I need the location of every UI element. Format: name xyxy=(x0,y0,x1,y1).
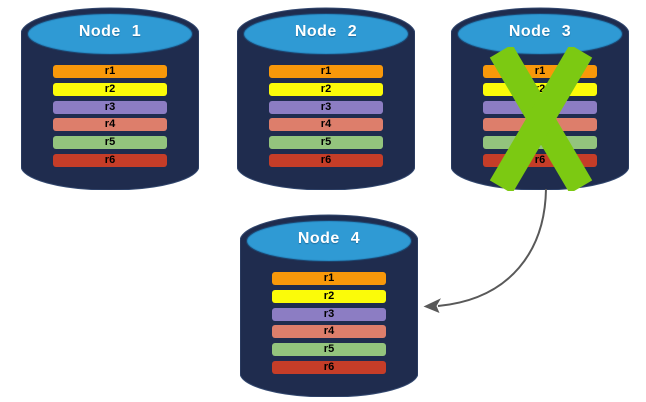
node-rows: r1 r2 r3 r4 r5 r6 xyxy=(53,65,167,167)
db-node-2: Node 2 r1 r2 r3 r4 r5 r6 xyxy=(237,7,415,190)
replica-row: r4 xyxy=(272,325,386,339)
replica-row-label: r2 xyxy=(104,82,116,95)
replica-row: r3 xyxy=(483,100,597,114)
replica-row: r6 xyxy=(483,153,597,167)
replica-row-label: r5 xyxy=(534,136,546,149)
replica-row: r1 xyxy=(269,65,383,78)
replica-row-label: r3 xyxy=(323,307,335,320)
db-node-4: Node 4 r1 r2 r3 r4 r5 r6 xyxy=(240,214,418,397)
replica-row: r2 xyxy=(483,82,597,96)
node-label: Node 3 xyxy=(508,23,572,40)
replica-row: r4 xyxy=(53,118,167,132)
node-rows: r1 r2 r3 r4 r5 r6 xyxy=(269,65,383,167)
replica-row: r5 xyxy=(483,136,597,150)
node-rows: r1 r2 r3 r4 r5 r6 xyxy=(483,65,597,167)
replica-row: r1 xyxy=(53,65,167,78)
replica-row-label: r1 xyxy=(320,65,332,77)
replica-row-label: r1 xyxy=(104,65,116,77)
failover-arrow-line xyxy=(437,188,547,307)
replica-row-label: r4 xyxy=(534,118,546,131)
replica-row: r2 xyxy=(53,82,167,96)
replica-row: r4 xyxy=(483,118,597,132)
node-label: Node 4 xyxy=(297,230,361,247)
node-label: Node 2 xyxy=(294,23,358,40)
node-label: Node 1 xyxy=(78,23,142,40)
replica-row: r3 xyxy=(272,307,386,321)
replica-row: r6 xyxy=(272,360,386,374)
replica-row-label: r3 xyxy=(320,100,332,113)
replica-row-label: r2 xyxy=(534,82,546,95)
replica-row: r1 xyxy=(272,272,386,285)
replica-row-label: r3 xyxy=(104,100,116,113)
replica-row-label: r6 xyxy=(534,153,546,166)
replica-row: r5 xyxy=(272,343,386,357)
replica-row-label: r2 xyxy=(323,289,335,302)
replica-row-label: r6 xyxy=(323,360,335,373)
replica-row-label: r3 xyxy=(534,100,546,113)
replica-row-label: r1 xyxy=(323,272,335,284)
replica-row: r3 xyxy=(269,100,383,114)
replica-row-label: r4 xyxy=(104,118,116,131)
replica-row-label: r4 xyxy=(320,118,332,131)
node-rows: r1 r2 r3 r4 r5 r6 xyxy=(272,272,386,374)
replica-row: r2 xyxy=(272,289,386,303)
replica-row: r6 xyxy=(53,153,167,167)
replica-row-label: r5 xyxy=(323,343,335,356)
replica-row-label: r2 xyxy=(320,82,332,95)
replica-row: r4 xyxy=(269,118,383,132)
replica-row: r6 xyxy=(269,153,383,167)
replica-row: r5 xyxy=(53,136,167,150)
replica-row: r5 xyxy=(269,136,383,150)
replica-row-label: r5 xyxy=(104,136,116,149)
replica-row: r2 xyxy=(269,82,383,96)
replica-row-label: r1 xyxy=(534,65,546,77)
replica-row-label: r4 xyxy=(323,325,335,338)
replica-row-label: r6 xyxy=(320,153,332,166)
replica-row-label: r6 xyxy=(104,153,116,166)
replica-row: r1 xyxy=(483,65,597,78)
db-node-3: Node 3 r1 r2 r3 r4 r5 r6 xyxy=(451,7,629,191)
db-node-1: Node 1 r1 r2 r3 r4 r5 r6 xyxy=(21,7,199,190)
replica-row-label: r5 xyxy=(320,136,332,149)
replica-row: r3 xyxy=(53,100,167,114)
failover-arrowhead-icon xyxy=(423,298,441,313)
